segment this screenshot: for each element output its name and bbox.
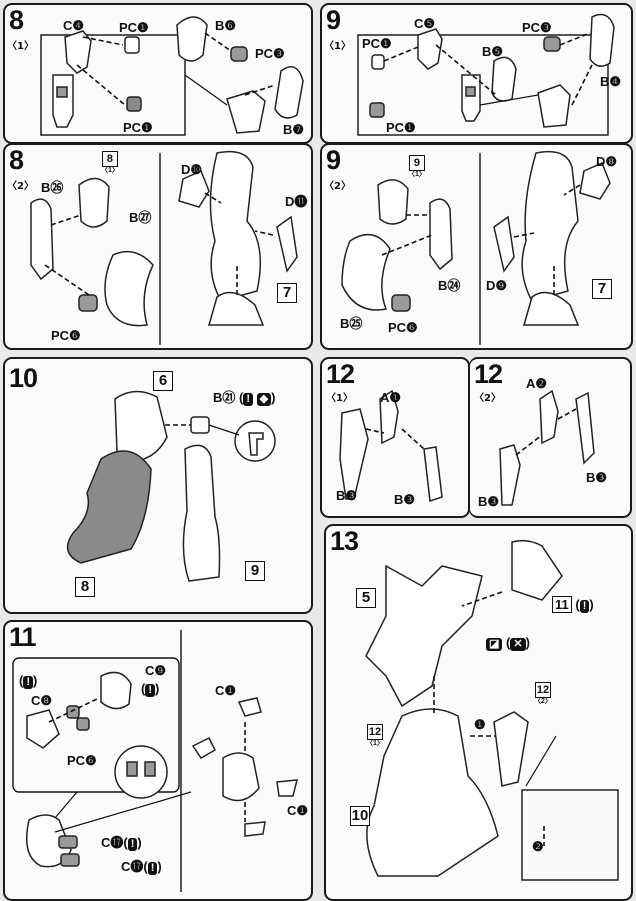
step-13-panel: 13 5 10 11 (!) 12〈2〉 12〈1〉 ◪ (✕) ❶ ❷ xyxy=(324,524,633,901)
step-substep: 〈1〉 xyxy=(7,41,34,52)
step-reference: 10 xyxy=(350,806,370,826)
part-label: C❶ xyxy=(215,683,237,698)
step-9-1-panel: 9 〈1〉 PC❶ C❺ PC❸ B❺ B❹ PC❶ xyxy=(320,3,633,144)
step-number: 9 xyxy=(326,5,341,35)
step-8-1-panel: 8 〈1〉 C❹ PC❶ B❻ PC❸ PC❶ B❼ xyxy=(3,3,313,144)
part-label: B㉑ (! ◆) xyxy=(213,390,276,406)
warning-icon: ! xyxy=(579,600,590,613)
part-label: PC❻ xyxy=(67,753,97,768)
step-number: 9 xyxy=(326,145,341,175)
part-label: PC❻ xyxy=(51,328,81,343)
part-label: C❺ xyxy=(414,16,436,31)
step-reference: 7 xyxy=(277,283,297,303)
part-label: D❽ xyxy=(596,154,618,169)
cut-icon: ✕ xyxy=(510,638,526,651)
step-reference: 5 xyxy=(356,588,376,608)
cut-icon: ◆ xyxy=(256,393,272,406)
step-substep: 〈1〉 xyxy=(326,393,353,404)
part-label: C❽ xyxy=(31,693,53,708)
part-label: PC❶ xyxy=(119,20,149,35)
part-label: C⓱(!) xyxy=(101,835,142,851)
part-label: 11 (!) xyxy=(552,596,594,613)
part-label: (!) xyxy=(141,681,160,697)
step-substep: 〈2〉 xyxy=(324,181,351,192)
step-number: 11 xyxy=(9,622,37,652)
part-label: B❸ xyxy=(586,470,608,485)
warning-icon: ! xyxy=(127,838,138,851)
step-9-2-panel: 9 〈2〉 9〈1〉 B㉔ B㉕ PC❻ D❽ D❾ 7 xyxy=(320,143,633,350)
part-label: PC❻ xyxy=(388,320,418,335)
step-number: 13 xyxy=(330,526,359,556)
step-number: 8 xyxy=(9,5,24,35)
part-label: B❹ xyxy=(600,74,622,89)
part-label: PC❶ xyxy=(362,36,392,51)
warning-icon: ! xyxy=(145,684,156,697)
part-label: B㉕ xyxy=(340,316,363,331)
part-label: B❻ xyxy=(215,18,237,33)
arrow-marker: ❶ xyxy=(474,717,486,732)
sticker-icon: ◪ xyxy=(486,638,503,651)
part-label: B❺ xyxy=(482,44,504,59)
warning-icon: ! xyxy=(243,393,254,406)
step-12-2-panel: 12 〈2〉 A❷ B❸ B❸ xyxy=(469,357,632,518)
step-number: 8 xyxy=(9,145,24,175)
step-substep: 〈2〉 xyxy=(474,393,501,404)
step-reference: 9 xyxy=(245,561,265,581)
warning-icon: ! xyxy=(147,862,158,875)
part-label: (!) xyxy=(19,673,38,689)
part-label: PC❶ xyxy=(386,120,416,135)
step-substep: 〈1〉 xyxy=(324,41,351,52)
step-reference: 7 xyxy=(592,279,612,299)
part-label: C❹ xyxy=(63,18,85,33)
step-number: 12 xyxy=(326,359,355,389)
step-11-diagram xyxy=(12,630,298,892)
step-8-1-diagram xyxy=(40,16,304,136)
step-reference: 6 xyxy=(153,371,173,391)
part-label: PC❶ xyxy=(123,120,153,135)
step-reference: 12〈1〉 xyxy=(366,724,384,747)
part-label: D❿ xyxy=(181,162,203,177)
part-label: A❶ xyxy=(380,390,402,405)
step-reference: 8〈1〉 xyxy=(101,151,119,174)
part-label: C❾ xyxy=(145,663,167,678)
step-12-2-diagram xyxy=(499,389,595,506)
part-label: B❸ xyxy=(336,488,358,503)
part-label: B❸ xyxy=(478,494,500,509)
part-label: C⓱(!) xyxy=(121,859,162,875)
part-label: B㉔ xyxy=(438,278,461,293)
step-substep: 〈2〉 xyxy=(7,181,34,192)
part-label: B❸ xyxy=(394,492,416,507)
arrow-marker: ❷ xyxy=(532,839,544,854)
step-reference: 12〈2〉 xyxy=(534,682,552,705)
part-label: PC❸ xyxy=(522,20,552,35)
step-12-1-diagram xyxy=(339,389,443,503)
part-label: B❼ xyxy=(283,122,305,137)
step-reference: 8 xyxy=(75,577,95,597)
step-8-2-panel: 8 〈2〉 8〈1〉 B㉖ B㉗ PC❻ D❿ D⓫ 7 xyxy=(3,143,313,350)
step-12-1-panel: 12 〈1〉 A❶ B❸ B❸ xyxy=(320,357,470,518)
step-11-panel: 11 (!) C❽ C❾ (!) PC❻ C⓱(!) C⓱(!) C❶ C❶ xyxy=(3,620,313,901)
part-label: D❾ xyxy=(486,278,508,293)
step-9-1-diagram xyxy=(357,13,615,136)
step-number: 12 xyxy=(474,359,503,389)
warning-icon: ! xyxy=(23,676,34,689)
step-reference: 9〈1〉 xyxy=(408,155,426,178)
step-10-diagram xyxy=(66,390,276,582)
part-label: PC❸ xyxy=(255,46,285,61)
step-8-2-diagram xyxy=(30,150,298,345)
part-label: C❶ xyxy=(287,803,309,818)
step-number: 10 xyxy=(9,363,38,393)
part-label: B㉗ xyxy=(129,210,152,225)
part-label: D⓫ xyxy=(285,194,308,209)
step-13-diagram xyxy=(365,539,619,881)
part-label: A❷ xyxy=(526,376,548,391)
sticker-label: ◪ (✕) xyxy=(486,636,530,651)
step-9-2-diagram xyxy=(341,150,611,345)
step-10-panel: 10 B㉑ (! ◆) 6 8 9 xyxy=(3,357,313,614)
part-label: B㉖ xyxy=(41,180,64,195)
